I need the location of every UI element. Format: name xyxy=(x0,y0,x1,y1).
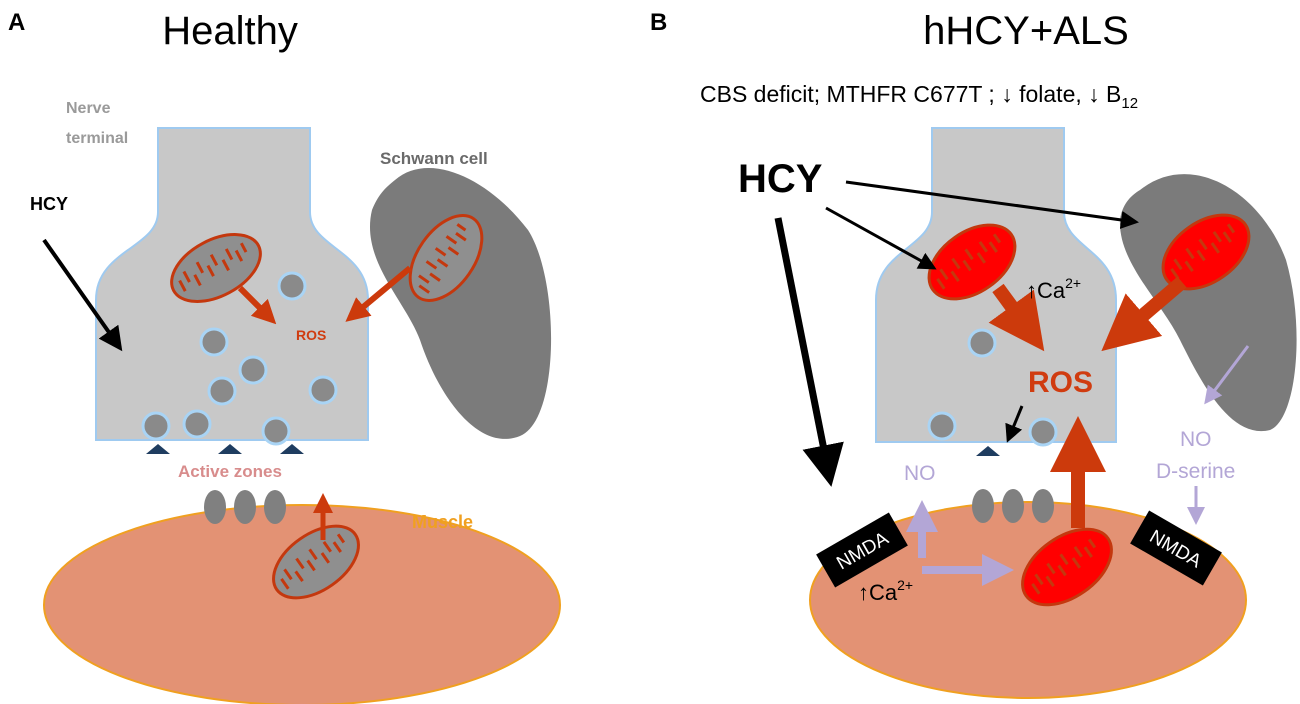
schwann-cell xyxy=(369,168,552,439)
ros-label: ROS xyxy=(1028,366,1093,399)
no-arrows xyxy=(906,345,1250,586)
mitochondrion xyxy=(170,233,262,303)
hcy-arrow xyxy=(825,206,937,270)
schwann-cell-label: Schwann cell xyxy=(380,149,488,168)
vesicle xyxy=(182,409,212,439)
channels xyxy=(204,490,286,524)
mitochondrion xyxy=(927,223,1017,301)
subtitle-main: CBS deficit; MTHFR C677T ; ↓ folate, ↓ B xyxy=(700,81,1121,107)
vesicle xyxy=(238,355,268,385)
ros-arrow xyxy=(237,285,277,325)
hcy-label: HCY xyxy=(738,157,823,201)
active-zone-marker xyxy=(976,446,1000,456)
panel-a: A Healthy Muscle Nerve terminal Active z… xyxy=(8,9,561,704)
panel-a-title: Healthy xyxy=(162,9,298,53)
vesicle xyxy=(207,376,237,406)
channel xyxy=(972,489,994,523)
vesicle xyxy=(927,411,957,441)
channel xyxy=(234,490,256,524)
vesicle xyxy=(308,375,338,405)
mitochondrion xyxy=(408,214,484,302)
panel-a-letter: A xyxy=(8,9,25,36)
subtitle-subscript: 12 xyxy=(1121,95,1138,112)
vesicle xyxy=(199,327,229,357)
panel-b-title: hHCY+ALS xyxy=(923,9,1129,53)
hcy-label: HCY xyxy=(30,194,68,214)
mitochondrion xyxy=(1021,527,1113,607)
channel xyxy=(264,490,286,524)
active-zone-markers xyxy=(146,444,304,454)
no-arrow-schwann xyxy=(1204,345,1250,405)
calcium-terminal-sup: 2+ xyxy=(1065,275,1081,291)
vesicle xyxy=(967,328,997,358)
channel xyxy=(204,490,226,524)
nerve-terminal xyxy=(875,127,1117,443)
nerve-terminal-label-2: terminal xyxy=(66,130,128,147)
calcium-muscle-sup: 2+ xyxy=(897,577,913,593)
vesicles xyxy=(141,271,338,446)
no-right-label: NO xyxy=(1180,428,1212,451)
panel-b-letter: B xyxy=(650,9,667,36)
calcium-muscle-text: ↑Ca xyxy=(858,580,898,605)
vesicle xyxy=(141,411,171,441)
panel-b-subtitle: CBS deficit; MTHFR C677T ; ↓ folate, ↓ B… xyxy=(700,81,1138,112)
mitochondrion xyxy=(272,524,360,600)
ros-arrow xyxy=(345,265,412,322)
hcy-arrow xyxy=(774,217,844,487)
calcium-terminal-text: ↑Ca xyxy=(1026,278,1066,303)
ros-arrow xyxy=(1101,276,1187,352)
nmda-receptor: NMDA xyxy=(816,512,908,588)
calcium-terminal-label: ↑Ca2+ xyxy=(1026,275,1081,303)
vesicle xyxy=(1028,417,1058,447)
schwann-cell xyxy=(1119,174,1297,432)
ros-arrows xyxy=(237,265,412,540)
ros-arrow xyxy=(988,283,1045,352)
no-left-label: NO xyxy=(904,462,936,485)
channel xyxy=(1032,489,1054,523)
hcy-arrows xyxy=(774,180,1139,487)
ros-arrows xyxy=(988,276,1187,528)
muscle-cell xyxy=(43,504,561,704)
channel xyxy=(1002,489,1024,523)
ros-to-active-zone-arrow xyxy=(1005,405,1024,443)
active-zones-label: Active zones xyxy=(178,462,282,481)
hcy-arrow xyxy=(845,180,1139,229)
hcy-arrow xyxy=(42,238,123,352)
vesicle xyxy=(261,416,291,446)
ros-label: ROS xyxy=(296,327,326,343)
mitochondrion xyxy=(1161,213,1251,291)
nerve-terminal-label: Nerve xyxy=(66,100,111,117)
vesicle xyxy=(277,271,307,301)
muscle-label: Muscle xyxy=(412,512,473,532)
calcium-muscle-label: ↑Ca2+ xyxy=(858,577,913,605)
panel-b: B hHCY+ALS CBS deficit; MTHFR C677T ; ↓ … xyxy=(650,9,1297,699)
d-serine-label: D-serine xyxy=(1156,460,1235,483)
channels xyxy=(972,489,1054,523)
